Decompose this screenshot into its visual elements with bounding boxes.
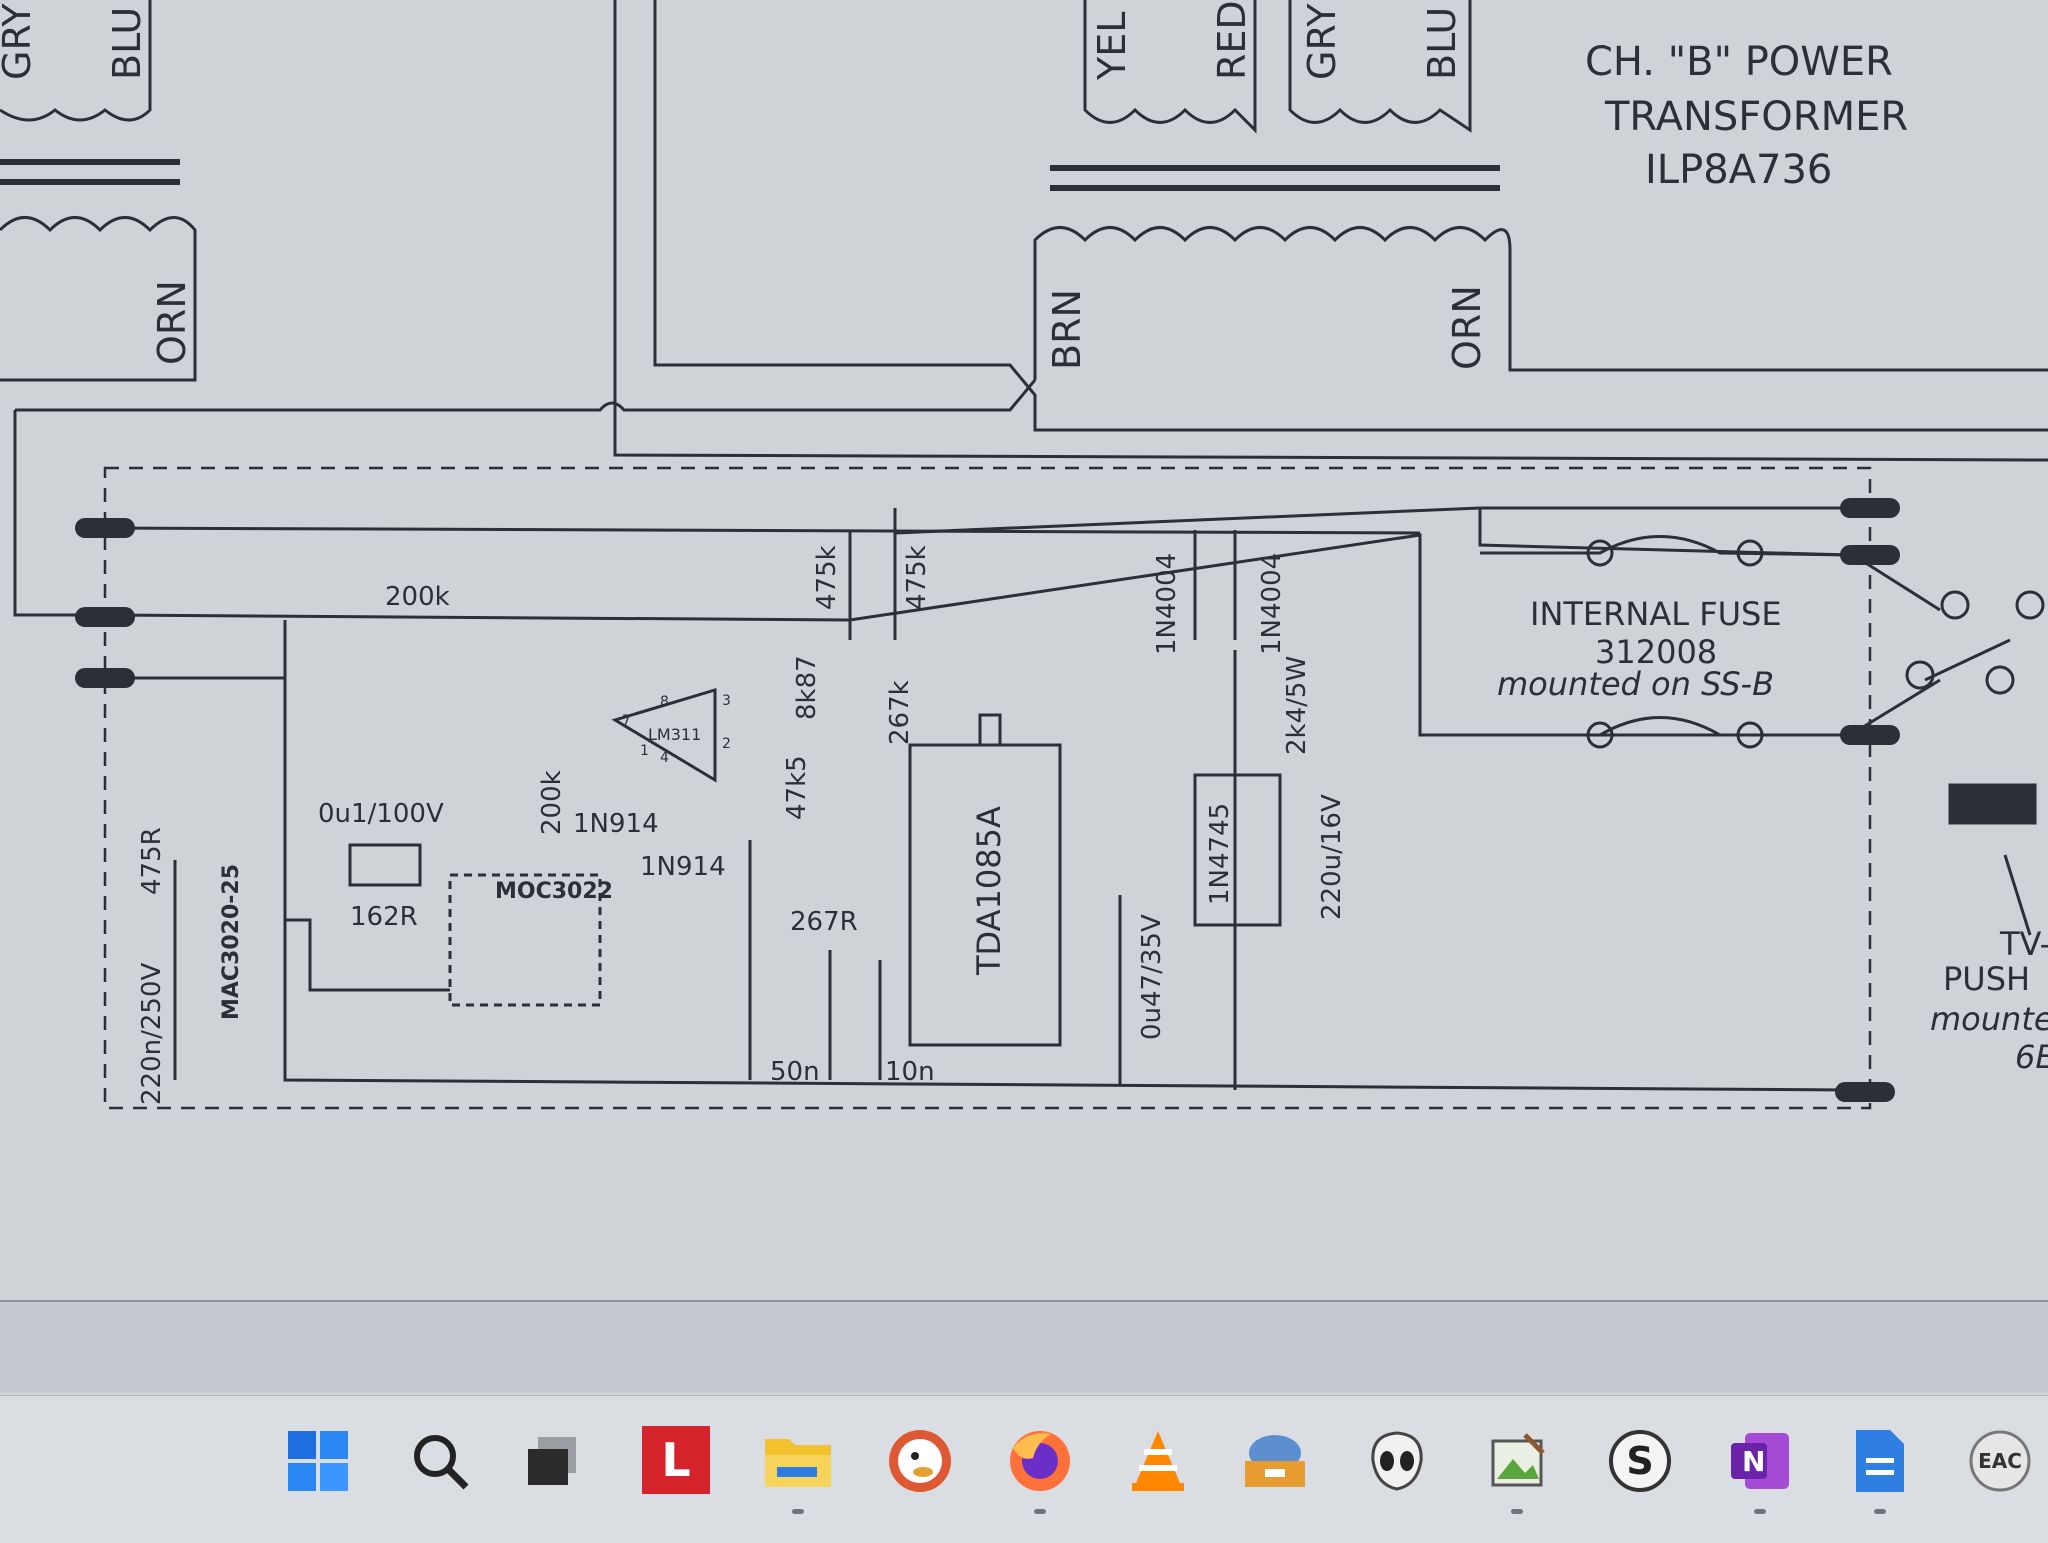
label-r-267r: 267R xyxy=(790,907,858,937)
onenote-icon[interactable]: N xyxy=(1725,1426,1795,1514)
label-cap-220u: 220u/16V xyxy=(1317,794,1347,920)
wire-label-gry: GRY xyxy=(1300,3,1344,80)
wire-label-left-orn: ORN xyxy=(150,280,194,365)
label-cap-50n: 50n xyxy=(770,1057,820,1087)
label-1n4004-a: 1N4004 xyxy=(1152,553,1182,655)
title-line-2: TRANSFORMER xyxy=(1604,94,1908,140)
s-app-icon[interactable]: S xyxy=(1605,1426,1675,1496)
label-triac: MAC3020-25 xyxy=(219,864,244,1020)
label-r-2k4: 2k4/5W xyxy=(1282,656,1312,755)
vlc-icon[interactable] xyxy=(1123,1426,1193,1496)
fuse-label-1: INTERNAL FUSE xyxy=(1530,595,1782,633)
doc-app-icon[interactable] xyxy=(1845,1426,1915,1514)
label-cap-220n: 220n/250V xyxy=(137,963,167,1105)
label-r-475r: 475R xyxy=(137,827,167,895)
horizontal-scroll-area[interactable] xyxy=(0,1300,2048,1392)
wire-label-left-gry: GRY xyxy=(0,3,39,80)
taskbar: L S N EAC xyxy=(0,1395,2048,1543)
label-1n914-a: 1N914 xyxy=(573,809,659,839)
label-r-200k-mid: 200k xyxy=(537,770,567,835)
red-l-app-icon[interactable]: L xyxy=(642,1426,710,1494)
firefox-icon[interactable] xyxy=(1005,1426,1075,1514)
wire-label-red: RED xyxy=(1210,0,1254,80)
label-optocoupler: MOC3022 xyxy=(495,879,613,904)
switch-label-1: TV- xyxy=(1999,925,2048,963)
label-r-8k87: 8k87 xyxy=(792,655,822,720)
fuse-label-3: mounted on SS-B xyxy=(1497,665,1774,703)
switch-label-4: 6E xyxy=(2015,1038,2048,1076)
windows-start-icon[interactable] xyxy=(283,1426,353,1496)
label-cap-0u47: 0u47/35V xyxy=(1137,914,1167,1040)
disk-app-icon[interactable] xyxy=(1240,1426,1310,1496)
eac-app-icon[interactable]: EAC xyxy=(1965,1426,2035,1496)
label-r-162r: 162R xyxy=(350,902,418,932)
image-editor-icon[interactable] xyxy=(1482,1426,1552,1514)
label-r-200k-top: 200k xyxy=(385,582,450,612)
label-ic: TDA1085A xyxy=(970,806,1008,976)
onenote-label: N xyxy=(1742,1445,1766,1478)
label-opamp: LM311 xyxy=(648,725,701,744)
switch-label-2: PUSH xyxy=(1943,960,2030,998)
duckduckgo-icon[interactable] xyxy=(885,1426,955,1496)
opamp-pin-2: 2 xyxy=(722,736,731,752)
wire-label-yel: YEL xyxy=(1090,12,1134,81)
label-r-267k: 267k xyxy=(885,680,915,745)
label-cap-10n: 10n xyxy=(885,1057,935,1087)
opamp-pin-1: 1 xyxy=(640,743,649,759)
wire-label-blu: BLU xyxy=(1420,7,1464,80)
label-r-475k-a: 475k xyxy=(812,545,842,610)
wire-label-brn: BRN xyxy=(1045,289,1089,370)
label-r-47k5: 47k5 xyxy=(782,755,812,820)
wire-label-left-blu: BLU xyxy=(105,7,149,80)
file-explorer-icon[interactable] xyxy=(763,1426,833,1514)
wire-label-orn: ORN xyxy=(1445,285,1489,370)
switch-label-3: mounte xyxy=(1930,1000,2048,1038)
label-1n914-b: 1N914 xyxy=(640,852,726,882)
eac-app-label: EAC xyxy=(1978,1449,2022,1473)
opamp-pin-3: 3 xyxy=(722,693,731,709)
search-icon[interactable] xyxy=(405,1426,475,1496)
opamp-pin-7: 7 xyxy=(622,713,631,729)
title-line-3: ILP8A736 xyxy=(1645,147,1832,193)
opamp-pin-8: 8 xyxy=(660,694,669,710)
label-cap-0u1: 0u1/100V xyxy=(318,799,444,829)
red-l-app-label: L xyxy=(661,1433,691,1487)
label-zener: 1N4745 xyxy=(1205,803,1235,905)
task-view-icon[interactable] xyxy=(517,1426,587,1496)
label-r-475k-b: 475k xyxy=(902,545,932,610)
s-app-label: S xyxy=(1626,1439,1654,1483)
title-line-1: CH. "B" POWER xyxy=(1585,39,1893,85)
fuse-label-2: 312008 xyxy=(1595,633,1717,671)
alien-app-icon[interactable] xyxy=(1362,1426,1432,1496)
label-1n4004-b: 1N4004 xyxy=(1257,553,1287,655)
opamp-pin-4: 4 xyxy=(660,750,669,766)
